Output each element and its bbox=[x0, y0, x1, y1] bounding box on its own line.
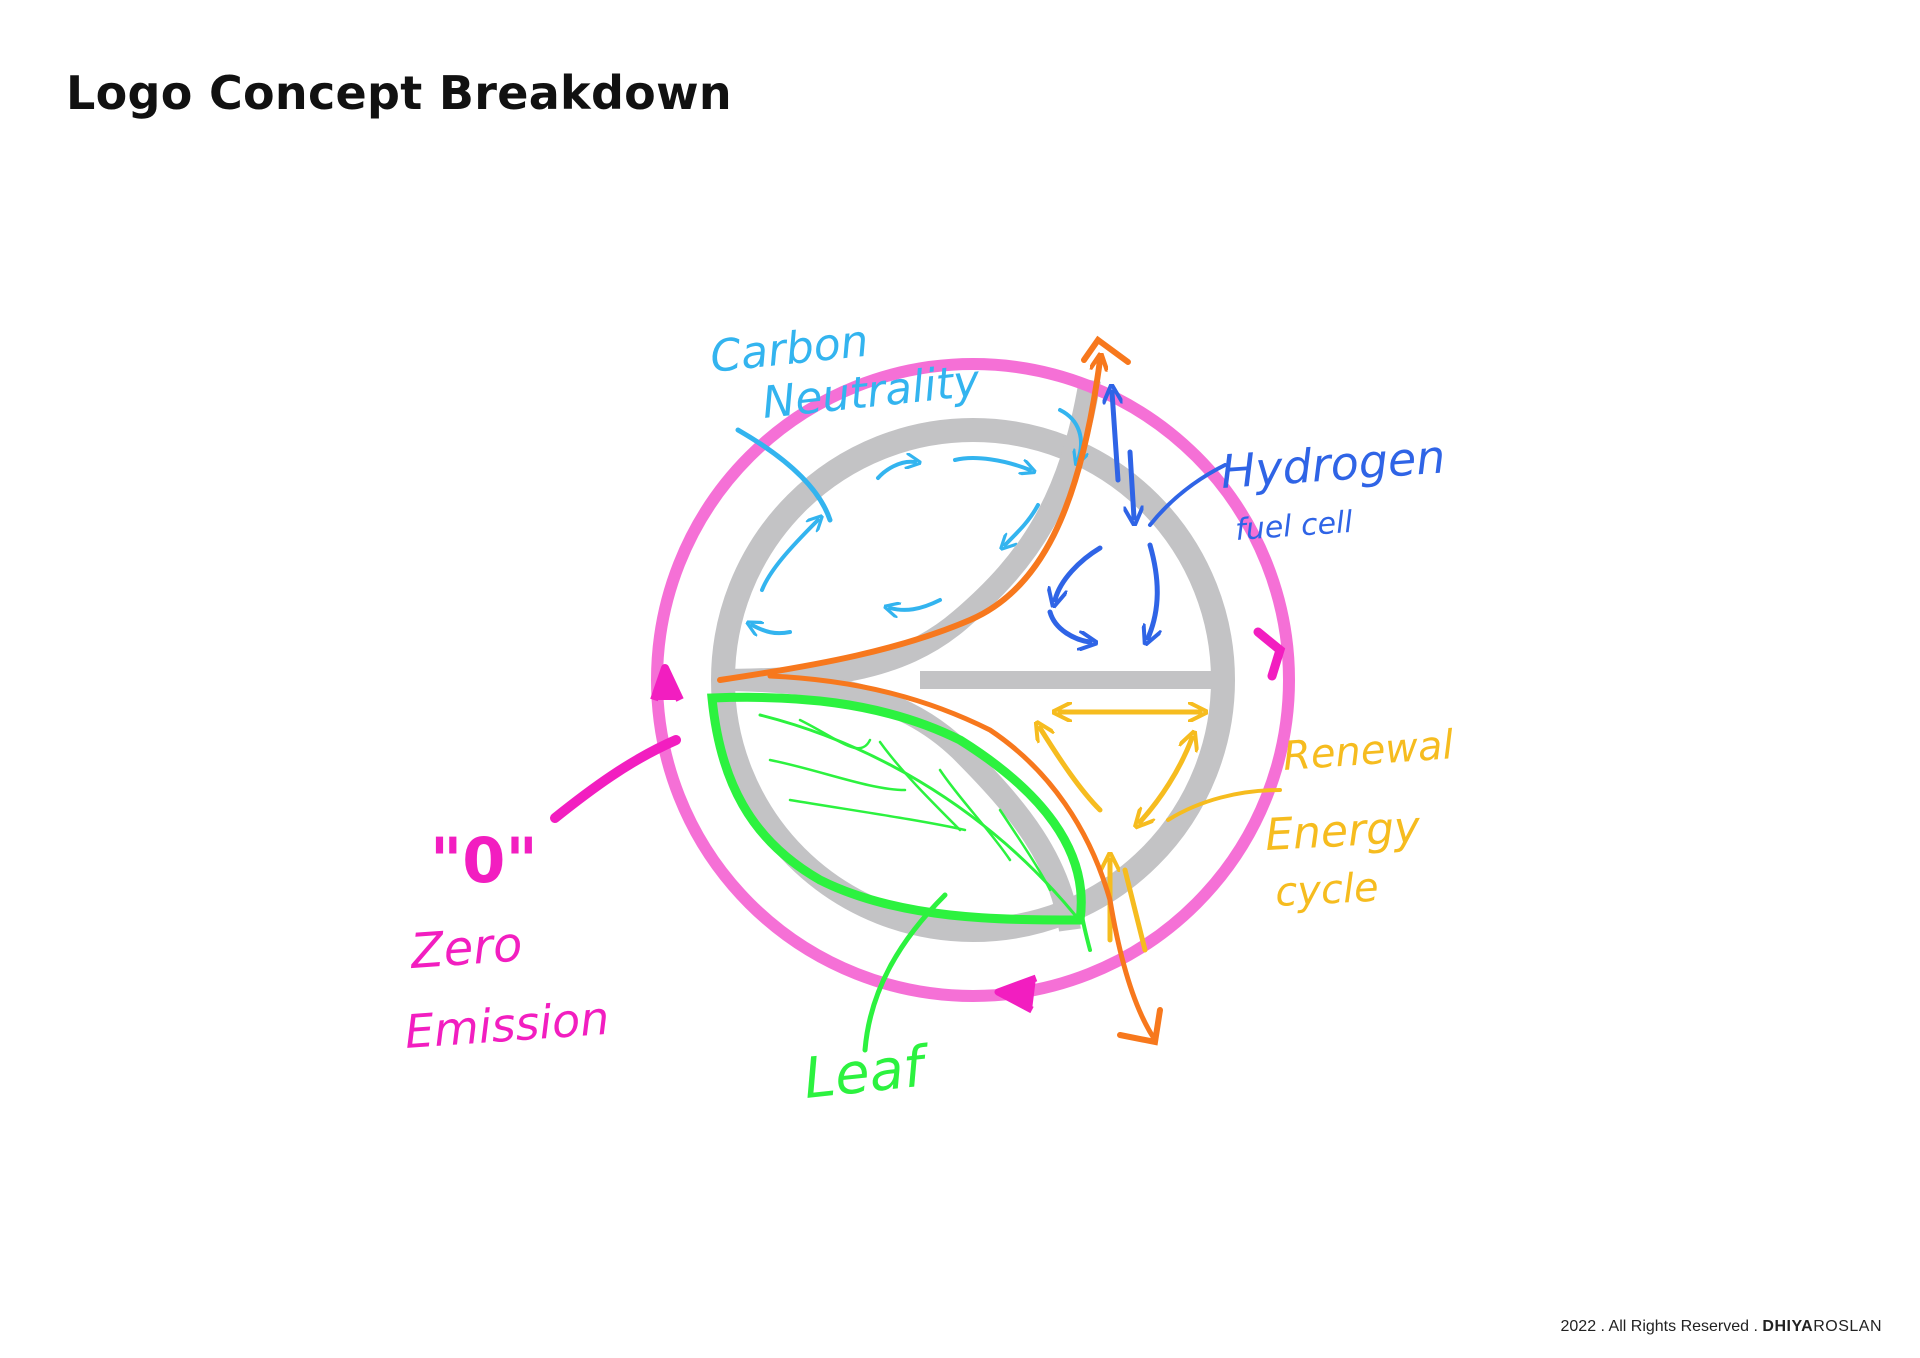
renewal-label-line1: Renewal bbox=[1281, 722, 1454, 780]
copyright-text: 2022 . All Rights Reserved . bbox=[1561, 1318, 1763, 1335]
copyright-footer: 2022 . All Rights Reserved . DHIYAROSLAN bbox=[1561, 1318, 1883, 1336]
hydrogen-label-line2: fuel cell bbox=[1234, 505, 1354, 548]
zero-label-line1: Zero bbox=[407, 916, 524, 980]
brand-name-bold: DHIYA bbox=[1762, 1318, 1813, 1335]
renewal-label-line2: Energy bbox=[1264, 802, 1422, 861]
renewal-label-line3: cycle bbox=[1274, 865, 1380, 916]
brand-name-light: ROSLAN bbox=[1813, 1318, 1882, 1335]
leaf-label: Leaf bbox=[801, 1034, 934, 1112]
zero-label-line2: Emission bbox=[403, 991, 611, 1059]
zero-symbol-label: "0" bbox=[430, 824, 538, 897]
hydrogen-label-line1: Hydrogen bbox=[1219, 429, 1447, 499]
